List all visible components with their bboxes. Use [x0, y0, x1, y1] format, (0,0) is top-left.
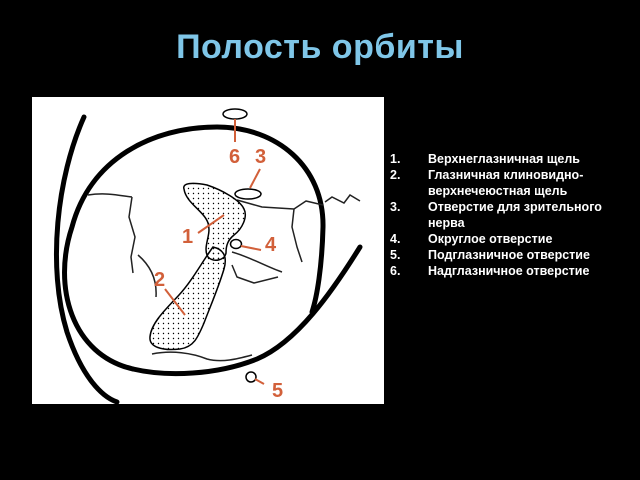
orbit-diagram: 1 2 3 4 5 6	[32, 97, 384, 404]
inferior-orbital-fissure	[149, 246, 226, 351]
suture-lines	[87, 193, 324, 298]
legend-number: 3.	[390, 200, 401, 214]
page-title: Полость орбиты	[176, 28, 464, 66]
leader-line-1	[197, 214, 225, 234]
legend-number: 2.	[390, 168, 401, 182]
legend-item: 4. Округлое отверстие	[384, 231, 634, 247]
leader-line-3	[249, 168, 261, 189]
legend-item: 1. Верхнеглазничная щель	[384, 151, 634, 167]
orbit-drawing: 1 2 3 4 5 6	[54, 108, 363, 404]
orbit-rim	[62, 124, 326, 372]
leader-line-4	[240, 245, 262, 251]
label-5: 5	[272, 380, 283, 402]
right-suture	[324, 194, 361, 204]
legend-item: 2. Глазничная клиновидно-верхнечеюстная …	[384, 167, 634, 199]
legend-item: 5. Подглазничное отверстие	[384, 247, 634, 263]
orbit-rim-lower	[130, 244, 363, 377]
legend-text: Глазничная клиновидно-верхнечеюстная щел…	[428, 168, 584, 198]
legend-number: 1.	[390, 152, 401, 166]
label-6: 6	[229, 146, 240, 168]
label-3: 3	[255, 146, 266, 168]
lower-suture	[151, 351, 253, 362]
label-4: 4	[265, 234, 277, 256]
foramen-rotundum	[229, 238, 243, 250]
legend-text: Округлое отверстие	[428, 232, 553, 246]
legend-list: 1. Верхнеглазничная щель 2. Глазничная к…	[384, 151, 634, 279]
legend-number: 4.	[390, 232, 401, 246]
label-1: 1	[182, 226, 193, 248]
legend-text: Подглазничное отверстие	[428, 248, 590, 262]
infraorbital-foramen	[245, 371, 257, 383]
optic-canal	[234, 188, 262, 200]
leader-line-5	[254, 378, 265, 385]
supraorbital-foramen	[222, 108, 248, 120]
leader-line-2	[164, 288, 186, 316]
legend-number: 6.	[390, 264, 401, 278]
label-2: 2	[154, 269, 165, 291]
legend-number: 5.	[390, 248, 401, 262]
legend-text: Верхнеглазничная щель	[428, 152, 580, 166]
face-outline	[54, 114, 120, 404]
legend-item: 6. Надглазничное отверстие	[384, 263, 634, 279]
legend-item: 3. Отверстие для зрительного нерва	[384, 199, 634, 231]
legend-text: Отверстие для зрительного нерва	[428, 200, 602, 230]
legend-text: Надглазничное отверстие	[428, 264, 590, 278]
